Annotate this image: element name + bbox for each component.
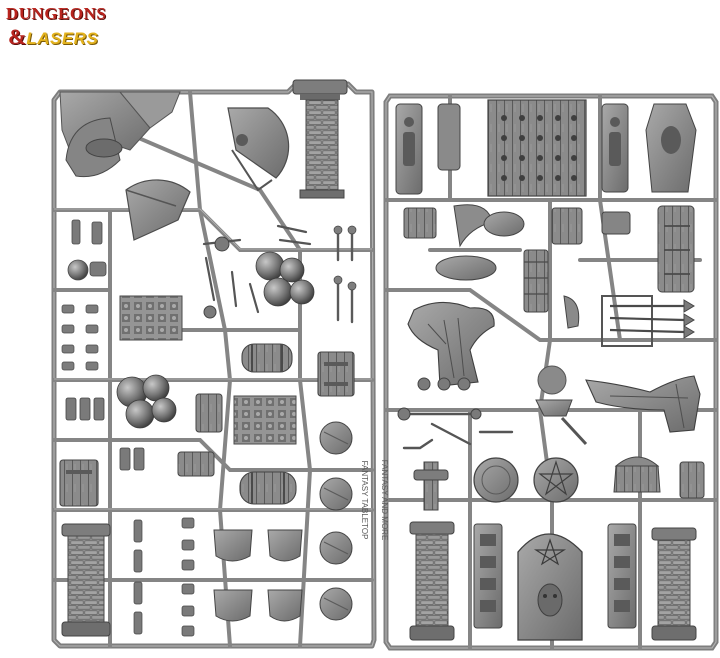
brand-logo-ampersand: &: [8, 24, 27, 49]
brand-logo: DUNGEONS &LASERS: [6, 4, 116, 50]
brand-logo-line1: DUNGEONS: [6, 4, 107, 23]
right-sprue-side-label: FANTASY AND MORE: [380, 460, 389, 541]
right-sprue: FANTASY AND MORE: [380, 93, 719, 651]
brand-logo-line2: &LASERS: [8, 24, 98, 50]
left-sprue-side-label: FANTASY TABLETOP: [360, 461, 369, 540]
left-sprue: FANTASY TABLETOP: [51, 79, 377, 649]
brand-logo-lasers: LASERS: [26, 29, 99, 48]
